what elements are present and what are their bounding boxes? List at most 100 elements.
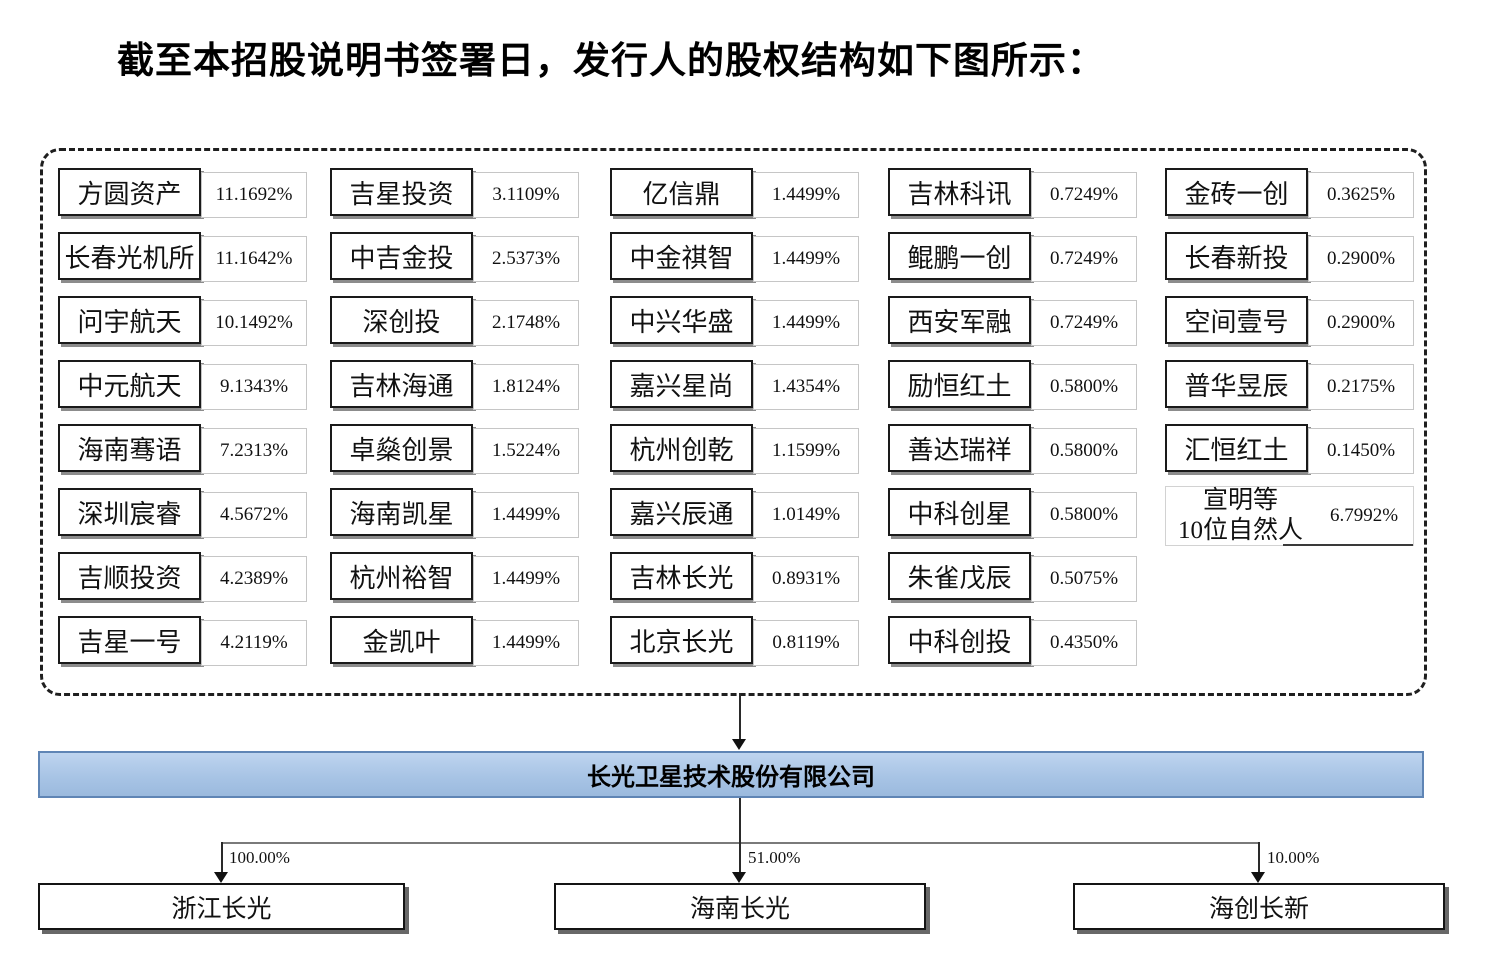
shareholder-pct-box: 0.7249% xyxy=(1031,172,1137,218)
shareholder-entry: 问宇航天 10.1492% xyxy=(58,296,307,346)
shareholder-pct-box: 0.1450% xyxy=(1308,428,1414,474)
shareholder-name-box: 嘉兴星尚 xyxy=(610,360,753,408)
shareholder-entry: 长春光机所 11.1642% xyxy=(58,232,307,282)
shareholder-entry: 深创投 2.1748% xyxy=(330,296,579,346)
shareholder-entry: 嘉兴辰通 1.0149% xyxy=(610,488,859,538)
shareholder-name-box: 嘉兴辰通 xyxy=(610,488,753,536)
shareholder-pct-box: 0.2900% xyxy=(1308,236,1414,282)
shareholder-pct-box: 1.1599% xyxy=(753,428,859,474)
shareholder-name-box: 北京长光 xyxy=(610,616,753,664)
subsidiary-box-zhejiang: 浙江长光 xyxy=(38,883,405,930)
shareholder-name-box: 中科创星 xyxy=(888,488,1031,536)
shareholder-pct-box: 0.3625% xyxy=(1308,172,1414,218)
shareholder-name-box: 长春光机所 xyxy=(58,232,201,280)
shareholder-entry: 普华昱辰 0.2175% xyxy=(1165,360,1414,410)
shareholder-pct-box: 1.4499% xyxy=(753,236,859,282)
connector-drop-middle-line xyxy=(739,842,741,873)
connector-company-stem-line xyxy=(739,798,741,843)
shareholder-pct-box: 0.2900% xyxy=(1308,300,1414,346)
shareholder-pct-box: 10.1492% xyxy=(201,300,307,346)
shareholder-entry: 中科创投 0.4350% xyxy=(888,616,1137,666)
shareholder-entry: 中吉金投 2.5373% xyxy=(330,232,579,282)
shareholder-pct-box: 1.4354% xyxy=(753,364,859,410)
shareholder-pct-box: 1.4499% xyxy=(473,620,579,666)
shareholder-name-box: 海南骞语 xyxy=(58,424,201,472)
arrowhead-middle-subsidiary-icon xyxy=(732,872,746,883)
shareholder-pct-box: 0.2175% xyxy=(1308,364,1414,410)
shareholder-entry: 鲲鹏一创 0.7249% xyxy=(888,232,1137,282)
shareholder-entry: 方圆资产 11.1692% xyxy=(58,168,307,218)
shareholder-entry: 卓燊创景 1.5224% xyxy=(330,424,579,474)
shareholder-name-box: 汇恒红土 xyxy=(1165,424,1308,472)
shareholder-pct-box: 11.1642% xyxy=(201,236,307,282)
shareholder-name-box: 卓燊创景 xyxy=(330,424,473,472)
connector-shareholders-to-company-line xyxy=(739,693,741,740)
shareholder-pct-box: 0.8931% xyxy=(753,556,859,602)
shareholder-entry: 吉星投资 3.1109% xyxy=(330,168,579,218)
shareholder-column-5: 金砖一创 0.3625% 长春新投 0.2900% 空间壹号 0.2900% 普… xyxy=(1165,168,1414,562)
shareholder-name-box: 吉星一号 xyxy=(58,616,201,664)
shareholder-name-box: 中科创投 xyxy=(888,616,1031,664)
shareholder-entry: 长春新投 0.2900% xyxy=(1165,232,1414,282)
shareholder-name-box: 励恒红土 xyxy=(888,360,1031,408)
shareholder-name-box: 普华昱辰 xyxy=(1165,360,1308,408)
shareholder-name-box: 亿信鼎 xyxy=(610,168,753,216)
shareholder-entry: 杭州裕智 1.4499% xyxy=(330,552,579,602)
shareholder-pct-box: 0.5800% xyxy=(1031,428,1137,474)
shareholder-entry: 吉林海通 1.8124% xyxy=(330,360,579,410)
company-box: 长光卫星技术股份有限公司 xyxy=(38,751,1424,798)
arrowhead-left-subsidiary-icon xyxy=(214,872,228,883)
shareholder-name-box: 中金祺智 xyxy=(610,232,753,280)
shareholder-name-box: 长春新投 xyxy=(1165,232,1308,280)
shareholder-name-box: 深圳宸睿 xyxy=(58,488,201,536)
shareholder-name-box: 西安军融 xyxy=(888,296,1031,344)
shareholder-pct-box: 9.1343% xyxy=(201,364,307,410)
shareholder-entry: 中兴华盛 1.4499% xyxy=(610,296,859,346)
shareholder-pct-box: 1.4499% xyxy=(473,556,579,602)
shareholder-pct-box: 1.4499% xyxy=(753,300,859,346)
shareholder-name-box: 杭州创乾 xyxy=(610,424,753,472)
connector-drop-left-line xyxy=(221,842,223,873)
shareholder-entry: 金凯叶 1.4499% xyxy=(330,616,579,666)
arrowhead-company-icon xyxy=(732,739,746,750)
shareholder-column-3: 亿信鼎 1.4499% 中金祺智 1.4499% 中兴华盛 1.4499% 嘉兴… xyxy=(610,168,859,680)
shareholder-name-box: 问宇航天 xyxy=(58,296,201,344)
shareholder-entry: 中科创星 0.5800% xyxy=(888,488,1137,538)
shareholder-pct-box: 1.0149% xyxy=(753,492,859,538)
shareholder-entry: 吉林长光 0.8931% xyxy=(610,552,859,602)
page-title: 截至本招股说明书签署日，发行人的股权结构如下图所示： xyxy=(117,41,1105,82)
shareholder-entry: 海南凯星 1.4499% xyxy=(330,488,579,538)
shareholder-pct-box: 2.5373% xyxy=(473,236,579,282)
shareholder-name-box: 方圆资产 xyxy=(58,168,201,216)
shareholder-entry: 励恒红土 0.5800% xyxy=(888,360,1137,410)
shareholder-name-box: 中元航天 xyxy=(58,360,201,408)
shareholder-name-box: 空间壹号 xyxy=(1165,296,1308,344)
shareholder-pct-box: 0.4350% xyxy=(1031,620,1137,666)
shareholder-entry: 朱雀戊辰 0.5075% xyxy=(888,552,1137,602)
shareholder-pct-box: 2.1748% xyxy=(473,300,579,346)
shareholder-entry: 深圳宸睿 4.5672% xyxy=(58,488,307,538)
shareholder-entry: 汇恒红土 0.1450% xyxy=(1165,424,1414,474)
shareholder-entry: 善达瑞祥 0.5800% xyxy=(888,424,1137,474)
shareholder-entry: 中金祺智 1.4499% xyxy=(610,232,859,282)
shareholder-name-box: 吉林长光 xyxy=(610,552,753,600)
subsidiary-box-hainan: 海南长光 xyxy=(554,883,926,930)
shareholder-entry: 西安军融 0.7249% xyxy=(888,296,1137,346)
shareholder-column-2: 吉星投资 3.1109% 中吉金投 2.5373% 深创投 2.1748% 吉林… xyxy=(330,168,579,680)
shareholder-entry: 杭州创乾 1.1599% xyxy=(610,424,859,474)
shareholder-name-box: 中吉金投 xyxy=(330,232,473,280)
shareholder-name-box: 鲲鹏一创 xyxy=(888,232,1031,280)
ownership-pct-right: 10.00% xyxy=(1267,848,1320,867)
shareholder-entry: 亿信鼎 1.4499% xyxy=(610,168,859,218)
shareholder-pct-box: 11.1692% xyxy=(201,172,307,218)
subsidiary-box-haichuang: 海创长新 xyxy=(1073,883,1445,930)
shareholder-pct-box: 4.5672% xyxy=(201,492,307,538)
ownership-pct-middle: 51.00% xyxy=(748,848,801,867)
shareholder-column-1: 方圆资产 11.1692% 长春光机所 11.1642% 问宇航天 10.149… xyxy=(58,168,307,680)
shareholder-name-box: 吉星投资 xyxy=(330,168,473,216)
shareholder-pct-box: 0.7249% xyxy=(1031,300,1137,346)
shareholder-pct-box: 0.8119% xyxy=(753,620,859,666)
